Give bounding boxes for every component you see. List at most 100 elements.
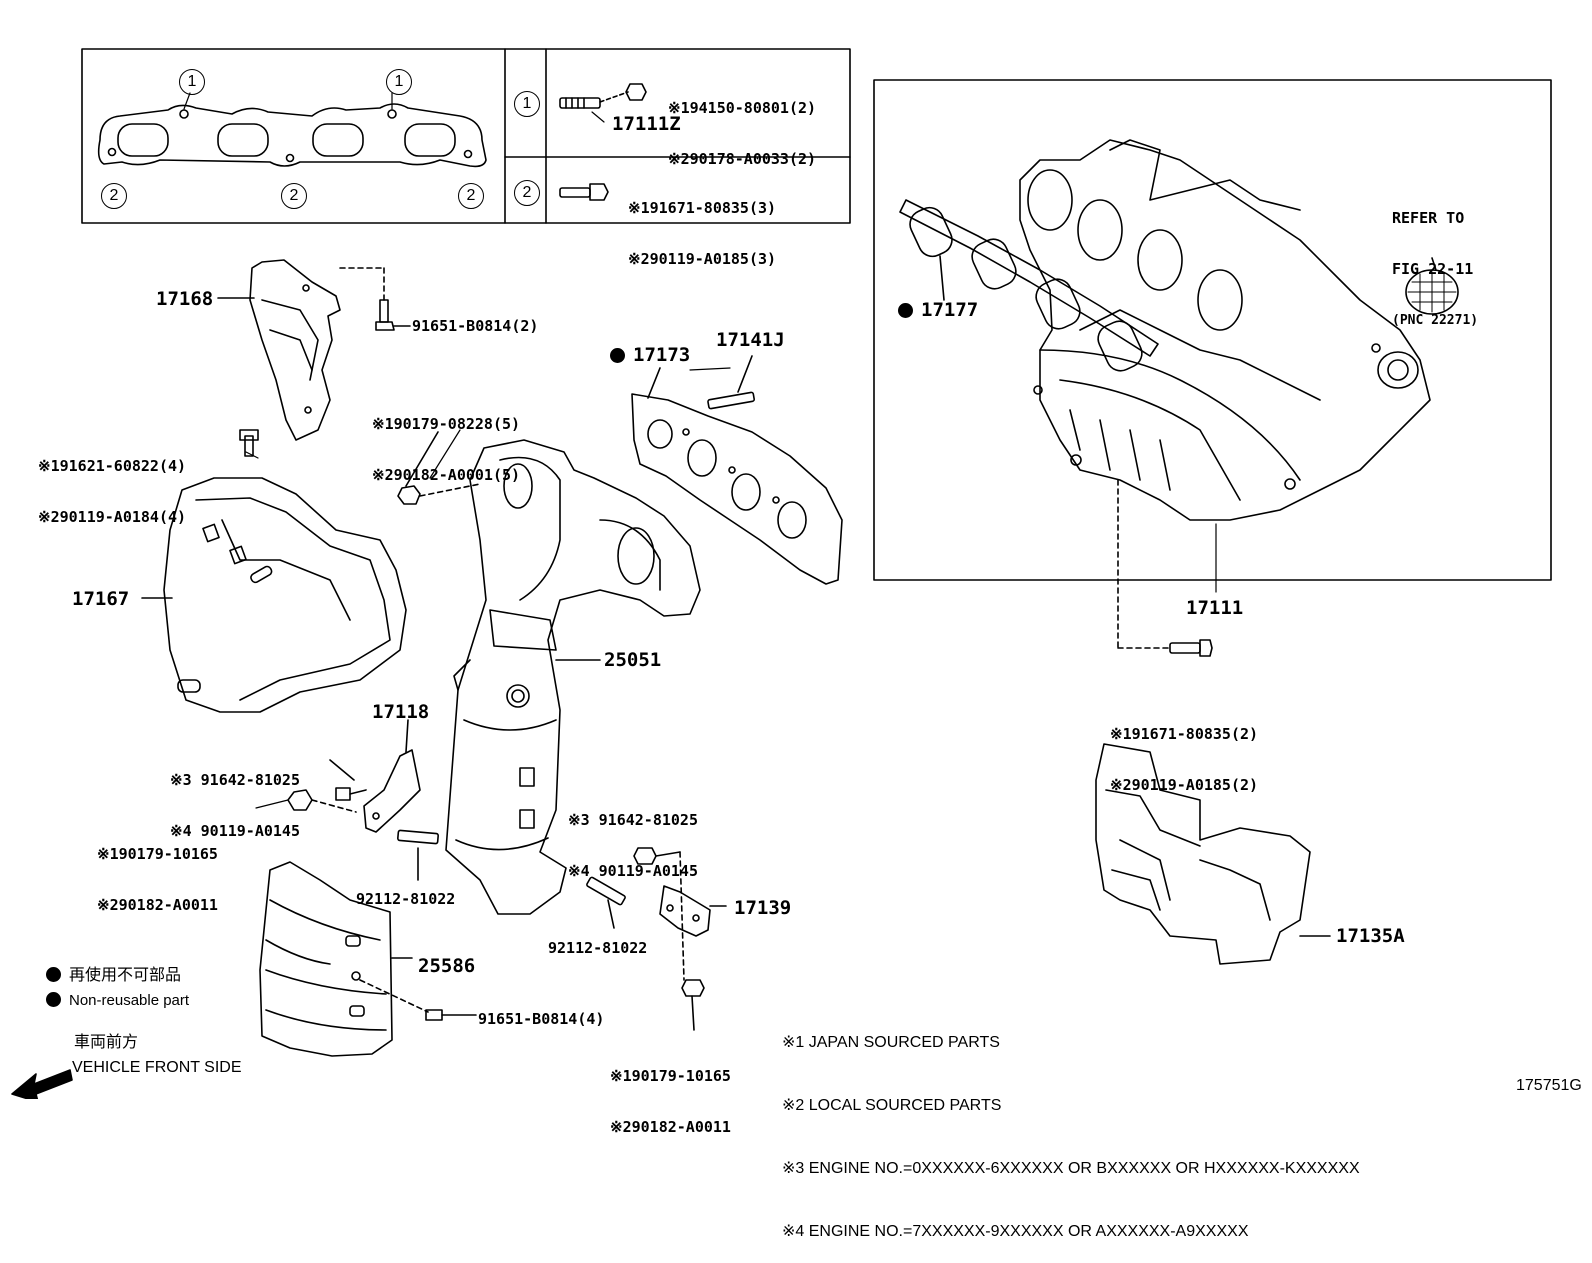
legend-nonreusable-jp: 再使用不可部品 (46, 966, 181, 986)
fastener-g-line-1: ※190179-10165 (610, 1067, 731, 1085)
fasteners-91642-left: ※3 91642-81025 ※4 90119-A0145 (170, 738, 300, 857)
legend-dot-icon (46, 967, 61, 982)
part-17141J: 17141J (716, 329, 785, 351)
engine-notes: ※1 JAPAN SOURCED PARTS ※2 LOCAL SOURCED … (782, 990, 1360, 1263)
note-3: ※3 ENGINE NO.=0XXXXXX-6XXXXXX OR BXXXXXX… (782, 1160, 1360, 1177)
legend-dot-icon (46, 992, 61, 1007)
part-17173: 17173 (610, 345, 690, 366)
part-17173-label: 17173 (633, 344, 691, 366)
fasteners-190179-08228: ※190179-08228(5) ※290182-A0001(5) (372, 382, 520, 501)
insulator-17168-drawing (217, 259, 385, 441)
bolt-17139-drawing (633, 847, 705, 1031)
part-17135A: 17135A (1336, 925, 1405, 947)
fastener-a-line-2: ※290182-A0001(5) (372, 466, 521, 484)
part-92112-right: 92112-81022 (548, 939, 648, 957)
part-91651-B0814-4: 91651-B0814(4) (478, 1010, 605, 1028)
fastener-f-line-2: ※290119-A0185(2) (1110, 776, 1259, 794)
fasteners-191671-80835: ※191671-80835(2) ※290119-A0185(2) (1110, 692, 1258, 811)
exhaust-manifold-drawing (405, 431, 701, 915)
fastener-g-line-2: ※290182-A0011 (610, 1118, 731, 1136)
fastener-a-line-1: ※190179-08228(5) (372, 415, 521, 433)
front-arrow-icon (11, 1069, 73, 1099)
fastener-e-line-2: ※4 90119-A0145 (568, 862, 698, 880)
row-2-fastener-list: ※191671-80835(3) ※290119-A0185(3) (628, 166, 776, 285)
refer-line-1: REFER TO (1392, 209, 1465, 227)
fastener-d-line-1: ※190179-10165 (97, 845, 218, 863)
note-1: ※1 JAPAN SOURCED PARTS (782, 1034, 1000, 1051)
refer-to-fig: REFER TO FIG 22-11 (PNC 22271) (1392, 176, 1478, 346)
callout-2-bottom-left: 2 (101, 183, 127, 209)
callout-2-bottom-right: 2 (458, 183, 484, 209)
row-1-line-2: ※290178-A0033(2) (668, 150, 817, 168)
stud-left-drawing (397, 829, 439, 881)
fastener-c-line-2: ※4 90119-A0145 (170, 822, 300, 840)
stud-17141J-drawing (707, 355, 756, 410)
fastener-b-line-1: ※191621-60822(4) (38, 457, 187, 475)
fastener-d-line-2: ※290182-A0011 (97, 896, 218, 914)
part-17168: 17168 (156, 288, 214, 310)
insulator-17135A-drawing (1095, 743, 1331, 965)
non-reusable-dot-icon (898, 303, 913, 318)
part-17111: 17111 (1186, 597, 1244, 619)
row-1-fastener-list: ※194150-80801(2) ※290178-A0033(2) (668, 66, 816, 185)
leader-lines (245, 367, 1217, 809)
part-17167: 17167 (72, 588, 130, 610)
intake-manifold-drawing (1019, 139, 1431, 521)
callout-2-bottom-mid: 2 (281, 183, 307, 209)
insulator-17167-drawing (141, 477, 407, 713)
fasteners-91642-right: ※3 91642-81025 ※4 90119-A0145 (568, 778, 698, 897)
fastener-e-line-1: ※3 91642-81025 (568, 811, 698, 829)
row-2-line-2: ※290119-A0185(3) (628, 250, 777, 268)
bolt-91651-lower-drawing (359, 979, 477, 1021)
figure-id: 175751G (1516, 1077, 1582, 1094)
part-17177: 17177 (898, 300, 978, 321)
legend-jp-text: 再使用不可部品 (69, 967, 182, 984)
stud-right-drawing (586, 876, 626, 929)
stud-nut-drawing (559, 83, 647, 123)
bracket-17139-drawing (659, 885, 727, 937)
non-reusable-dot-icon (610, 348, 625, 363)
legend-en-text: Non-reusable part (69, 992, 190, 1009)
part-91651-B0814-2: 91651-B0814(2) (412, 317, 539, 335)
part-17118: 17118 (372, 701, 430, 723)
mesh-screen-drawing (1405, 257, 1459, 315)
part-25051: 25051 (604, 649, 662, 671)
bolt-17118-drawing (287, 759, 367, 813)
row-1-line-1: ※194150-80801(2) (668, 99, 817, 117)
bolt-small-left-drawing (239, 429, 259, 457)
bolt-91651-drawing (375, 299, 411, 331)
inset-frame (81, 48, 851, 224)
gasket-inset-drawing (97, 92, 487, 168)
nut-upper-drawing (397, 485, 421, 505)
gasket-17177-drawing (899, 199, 1159, 372)
note-2: ※2 LOCAL SOURCED PARTS (782, 1097, 1002, 1114)
insulator-25586-drawing (259, 861, 413, 1057)
fastener-f-line-1: ※191671-80835(2) (1110, 725, 1259, 743)
bolt-drawing (559, 183, 609, 201)
bracket-17118-drawing (363, 719, 421, 833)
vehicle-front-en: VEHICLE FRONT SIDE (72, 1059, 242, 1076)
row-2-line-1: ※191671-80835(3) (628, 199, 777, 217)
part-25586: 25586 (418, 955, 476, 977)
fastener-c-line-1: ※3 91642-81025 (170, 771, 300, 789)
vehicle-front-jp: 車両前方 (74, 1034, 139, 1051)
refer-line-3: (PNC 22271) (1392, 313, 1479, 328)
part-92112-left: 92112-81022 (356, 890, 456, 908)
callout-1-top-left: 1 (179, 69, 205, 95)
part-17139: 17139 (734, 897, 792, 919)
parts-diagram (11, 48, 1552, 1099)
legend-nonreusable-en: Non-reusable part (46, 991, 189, 1011)
part-17177-label: 17177 (921, 299, 979, 321)
fastener-b-line-2: ※290119-A0184(4) (38, 508, 187, 526)
callout-1-top-right: 1 (386, 69, 412, 95)
gasket-17173-drawing (631, 367, 843, 585)
fasteners-190179-10165-left: ※190179-10165 ※290182-A0011 (97, 812, 218, 931)
fasteners-191621-60822: ※191621-60822(4) ※290119-A0184(4) (38, 424, 186, 543)
row-2-ref: 2 (514, 180, 540, 206)
refer-line-2: FIG 22-11 (1392, 260, 1474, 278)
row-1-ref: 1 (514, 91, 540, 117)
fasteners-190179-10165-bottom: ※190179-10165 ※290182-A0011 (610, 1034, 731, 1153)
intake-box-frame (873, 79, 1552, 581)
part-17111Z: 17111Z (612, 113, 681, 135)
note-4: ※4 ENGINE NO.=7XXXXXX-9XXXXXX OR AXXXXXX… (782, 1223, 1249, 1240)
